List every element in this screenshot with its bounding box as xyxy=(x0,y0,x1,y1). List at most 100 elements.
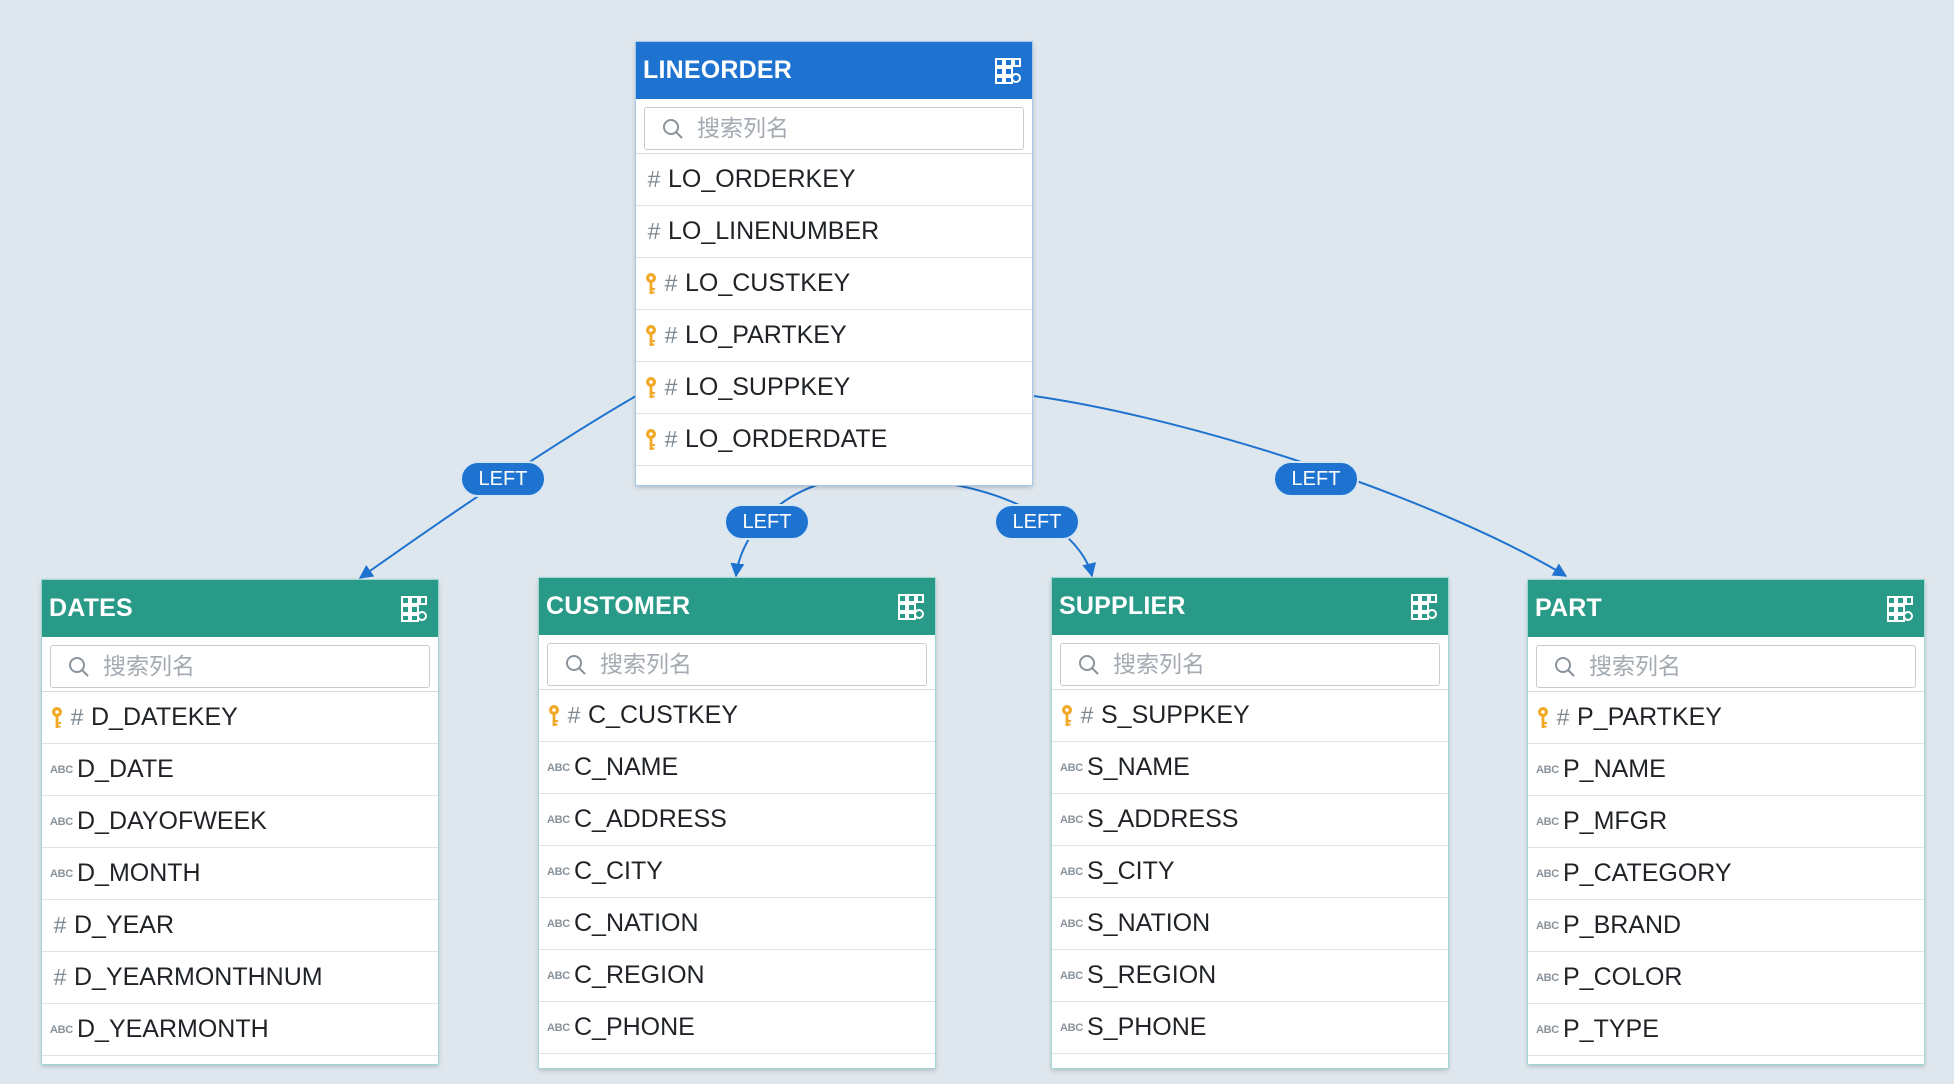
text-type-icon: ABC xyxy=(1536,971,1559,984)
join-badge-customer[interactable]: LEFT xyxy=(724,504,810,540)
column-row[interactable]: #LO_CUSTKEY xyxy=(636,258,1032,310)
text-type-icon: ABC xyxy=(547,1021,570,1034)
table-header[interactable]: LINEORDER xyxy=(636,42,1032,99)
column-search[interactable] xyxy=(644,107,1024,150)
number-type-icon: # xyxy=(567,702,581,728)
column-name: D_DATEKEY xyxy=(91,703,238,731)
column-row[interactable]: #D_DATEKEY xyxy=(42,692,438,744)
search-icon xyxy=(1555,656,1575,677)
grid-settings-icon[interactable] xyxy=(1410,593,1438,621)
column-name: S_CITY xyxy=(1087,857,1175,885)
text-type-icon: ABC xyxy=(1536,919,1559,932)
number-type-icon: # xyxy=(664,270,678,296)
join-badge-part[interactable]: LEFT xyxy=(1273,461,1359,497)
column-name: S_SUPPKEY xyxy=(1101,701,1250,729)
column-row[interactable]: #LO_SUPPKEY xyxy=(636,362,1032,414)
join-badge-dates[interactable]: LEFT xyxy=(460,461,546,497)
text-type-icon: ABC xyxy=(547,969,570,982)
key-icon xyxy=(646,272,656,294)
column-name: P_NAME xyxy=(1563,755,1666,783)
key-icon xyxy=(549,704,559,726)
search-input[interactable] xyxy=(598,650,902,679)
column-row[interactable]: ABC D_MONTH xyxy=(42,848,438,900)
column-name: D_YEARMONTH xyxy=(77,1015,269,1043)
search-input[interactable] xyxy=(1587,652,1891,681)
column-name: LO_ORDERDATE xyxy=(685,425,888,453)
search-input[interactable] xyxy=(695,114,999,143)
table-lineorder[interactable]: LINEORDER #LO_ORDERKEY #LO_LINENUMBER #L… xyxy=(636,42,1032,485)
text-type-icon: ABC xyxy=(1060,1021,1083,1034)
column-name: S_PHONE xyxy=(1087,1013,1207,1041)
column-row[interactable]: #D_YEAR xyxy=(42,900,438,952)
text-type-icon: ABC xyxy=(547,761,570,774)
column-row[interactable]: #C_CUSTKEY xyxy=(539,690,935,742)
column-row[interactable]: #LO_PARTKEY xyxy=(636,310,1032,362)
text-type-icon: ABC xyxy=(547,865,570,878)
column-row[interactable]: #LO_ORDERKEY xyxy=(636,154,1032,206)
table-header[interactable]: SUPPLIER xyxy=(1052,578,1448,635)
column-name: D_MONTH xyxy=(77,859,201,887)
column-row[interactable]: #LO_LINENUMBER xyxy=(636,206,1032,258)
column-name: D_YEAR xyxy=(74,911,175,939)
table-header[interactable]: DATES xyxy=(42,580,438,637)
column-search[interactable] xyxy=(1060,643,1440,686)
search-input[interactable] xyxy=(101,652,405,681)
search-icon xyxy=(566,654,586,675)
table-title: LINEORDER xyxy=(643,56,793,84)
number-type-icon: # xyxy=(664,374,678,400)
grid-settings-icon[interactable] xyxy=(994,57,1022,85)
search-input[interactable] xyxy=(1111,650,1415,679)
search-icon xyxy=(1079,654,1099,675)
column-row[interactable]: ABC S_PHONE xyxy=(1052,1002,1448,1054)
table-header[interactable]: PART xyxy=(1528,580,1924,637)
key-icon xyxy=(52,706,62,728)
number-type-icon: # xyxy=(647,218,661,244)
key-icon xyxy=(646,376,656,398)
text-type-icon: ABC xyxy=(547,917,570,930)
column-search[interactable] xyxy=(547,643,927,686)
grid-settings-icon[interactable] xyxy=(897,593,925,621)
column-row[interactable]: #D_YEARMONTHNUM xyxy=(42,952,438,1004)
column-search[interactable] xyxy=(1536,645,1916,688)
column-search[interactable] xyxy=(50,645,430,688)
join-badge-supplier[interactable]: LEFT xyxy=(994,504,1080,540)
column-row[interactable]: #LO_ORDERDATE xyxy=(636,414,1032,466)
column-row[interactable]: #P_PARTKEY xyxy=(1528,692,1924,744)
text-type-icon: ABC xyxy=(50,867,73,880)
table-title: PART xyxy=(1535,594,1602,622)
grid-settings-icon[interactable] xyxy=(400,595,428,623)
column-name: S_ADDRESS xyxy=(1087,805,1239,833)
text-type-icon: ABC xyxy=(1060,969,1083,982)
grid-settings-icon[interactable] xyxy=(1886,595,1914,623)
column-row[interactable]: #S_SUPPKEY xyxy=(1052,690,1448,742)
column-name: D_DAYOFWEEK xyxy=(77,807,267,835)
text-type-icon: ABC xyxy=(1060,917,1083,930)
table-header[interactable]: CUSTOMER xyxy=(539,578,935,635)
